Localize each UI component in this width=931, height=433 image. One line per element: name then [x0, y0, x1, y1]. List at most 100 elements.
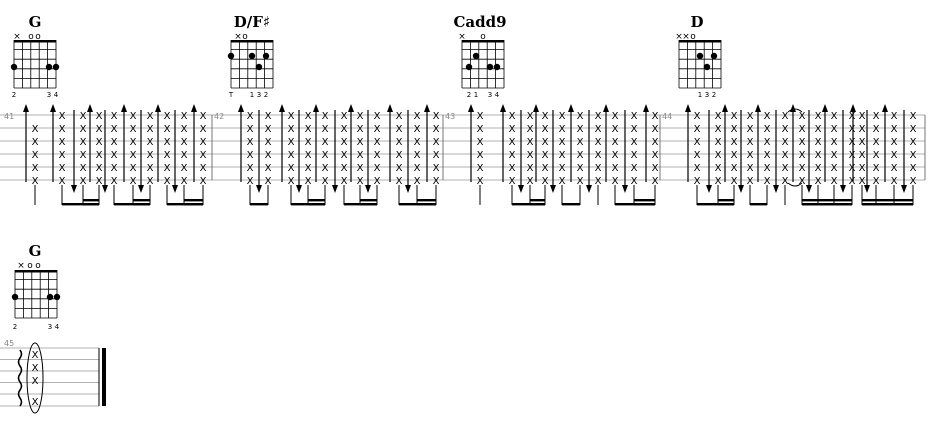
rhythm-beam: [562, 203, 580, 206]
muted-note-x: X: [577, 150, 584, 161]
muted-note-x: X: [59, 163, 66, 174]
muted-note-x: X: [265, 124, 272, 135]
svg-text:2: 2: [467, 91, 471, 99]
chord-grid: [230, 40, 274, 89]
chord-nut: [462, 40, 504, 43]
muted-note-x: X: [147, 176, 154, 187]
muted-note-x: X: [595, 150, 602, 161]
muted-note-x: X: [265, 150, 272, 161]
rhythm-beam: [530, 199, 545, 202]
muted-note-x: X: [612, 150, 619, 161]
measure-number-42: 42: [214, 112, 224, 121]
muted-note-x: X: [731, 176, 738, 187]
muted-note-x: X: [130, 137, 137, 148]
muted-note-x: X: [322, 124, 329, 135]
rhythm-beam: [417, 203, 436, 206]
muted-note-x: X: [631, 150, 638, 161]
svg-text:4: 4: [55, 323, 60, 331]
muted-note-x: X: [849, 163, 856, 174]
muted-note-x: X: [414, 163, 421, 174]
muted-note-x: X: [305, 111, 312, 122]
rhythm-beam: [697, 203, 734, 206]
svg-text:2: 2: [13, 323, 17, 331]
muted-note-x: X: [288, 176, 295, 187]
muted-note-x: X: [715, 150, 722, 161]
muted-note-x: X: [357, 124, 364, 135]
rhythm-beam: [308, 203, 325, 206]
muted-note-x: X: [305, 176, 312, 187]
strum-arrowhead: [901, 185, 907, 193]
muted-note-x: X: [374, 137, 381, 148]
svg-text:×: ×: [17, 261, 25, 271]
muted-note-x: X: [181, 124, 188, 135]
strum-arrowhead: [138, 185, 144, 193]
muted-note-x: X: [747, 150, 754, 161]
muted-note-x: X: [341, 111, 348, 122]
strum-arrowhead: [840, 185, 846, 193]
rhythm-beam: [360, 199, 377, 202]
muted-note-x: X: [577, 124, 584, 135]
muted-note-x: X: [80, 150, 87, 161]
strum-arrowhead: [279, 104, 285, 112]
rhythm-beam: [83, 203, 99, 206]
muted-note-x: X: [305, 150, 312, 161]
muted-note-x: X: [799, 124, 806, 135]
muted-note-x: X: [595, 176, 602, 187]
rhythm-beam: [360, 203, 377, 206]
svg-text:3: 3: [705, 91, 709, 99]
muted-note-x: X: [595, 163, 602, 174]
strum-arrowhead: [365, 185, 371, 193]
muted-note-x: X: [164, 176, 171, 187]
muted-note-x: X: [747, 111, 754, 122]
muted-note-x: X: [799, 137, 806, 148]
muted-note-x: X: [288, 111, 295, 122]
strum-arrowhead: [806, 185, 812, 193]
muted-note-x: X: [322, 163, 329, 174]
muted-note-x: X: [631, 137, 638, 148]
strum-arrowhead: [313, 104, 319, 112]
muted-note-x: X: [477, 163, 484, 174]
muted-note-x: X: [694, 111, 701, 122]
muted-note-x: X: [799, 176, 806, 187]
rhythm-beam: [114, 203, 150, 206]
strum-arrowhead: [191, 104, 197, 112]
muted-note-x: X: [509, 163, 516, 174]
muted-note-x: X: [80, 137, 87, 148]
muted-note-x: X: [147, 137, 154, 148]
rhythm-beam: [862, 203, 913, 206]
muted-note-x: X: [715, 124, 722, 135]
strum-arrowhead: [622, 185, 628, 193]
rhythm-beam: [634, 203, 655, 206]
muted-note-x: X: [694, 150, 701, 161]
strum-arrowhead: [50, 104, 56, 112]
svg-text:1: 1: [250, 91, 254, 99]
muted-note-x: X: [815, 176, 822, 187]
muted-note-x: X: [509, 150, 516, 161]
muted-note-x: X: [374, 150, 381, 161]
muted-note-x: X: [631, 163, 638, 174]
muted-note-x: X: [247, 176, 254, 187]
muted-note-x: X: [288, 137, 295, 148]
muted-note-x: X: [559, 176, 566, 187]
muted-note-x: X: [374, 176, 381, 187]
muted-note-x: X: [612, 176, 619, 187]
strum-arrowhead: [755, 104, 761, 112]
muted-note-x: X: [731, 137, 738, 148]
muted-note-x: X: [831, 176, 838, 187]
muted-note-x: X: [477, 137, 484, 148]
muted-note-x: X: [612, 163, 619, 174]
muted-note-x: X: [305, 124, 312, 135]
